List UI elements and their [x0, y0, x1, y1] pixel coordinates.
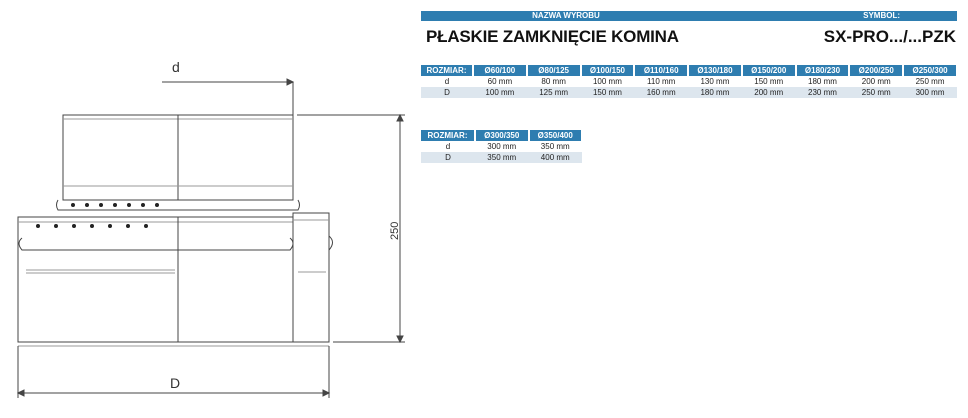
table-cell: 160 mm — [634, 87, 689, 98]
header-cell: ROZMIAR: — [421, 65, 474, 76]
table-cell: 180 mm — [795, 76, 850, 87]
header-cell: Ø130/180 — [688, 65, 743, 76]
table-cell: 300 mm — [903, 87, 957, 98]
header-bar: NAZWA WYROBU SYMBOL: — [421, 11, 957, 21]
size-table-2: ROZMIAR: Ø300/350 Ø350/400 d 300 mm 350 … — [421, 130, 583, 163]
table-row: D 350 mm 400 mm — [421, 152, 582, 163]
product-symbol: SX-PRO.../...PZK — [823, 27, 956, 46]
header-cell: Ø350/400 — [528, 130, 583, 141]
header-cell: Ø150/200 — [741, 65, 797, 76]
table-header-row: ROZMIAR: Ø60/100 Ø80/125 Ø100/150 Ø110/1… — [421, 65, 958, 76]
header-cell: Ø80/125 — [526, 65, 582, 76]
row-label: d — [421, 76, 473, 87]
table-row: d 60 mm 80 mm 100 mm 110 mm 130 mm 150 m… — [421, 76, 957, 87]
table-cell: 300 mm — [475, 141, 529, 152]
dimension-height-label: 250 — [389, 222, 401, 240]
table-cell: 250 mm — [903, 76, 957, 87]
row-label: D — [421, 87, 473, 98]
table-cell: 80 mm — [526, 76, 581, 87]
header-cell: Ø300/350 — [475, 130, 530, 141]
dimension-d-label: d — [172, 59, 180, 75]
table-cell: 100 mm — [473, 87, 527, 98]
header-cell: Ø60/100 — [473, 65, 528, 76]
table-cell: 230 mm — [795, 87, 850, 98]
table-cell: 200 mm — [741, 87, 796, 98]
table-cell: 180 mm — [688, 87, 742, 98]
end-cap — [292, 212, 330, 343]
symbol-label: SYMBOL: — [863, 11, 900, 20]
table-cell: 350 mm — [475, 152, 529, 163]
table-row: d 300 mm 350 mm — [421, 141, 582, 152]
technical-drawing: d D 250 — [16, 59, 405, 398]
table-cell: 125 mm — [526, 87, 581, 98]
size-table-1: ROZMIAR: Ø60/100 Ø80/125 Ø100/150 Ø110/1… — [421, 65, 958, 98]
header-cell: Ø100/150 — [580, 65, 636, 76]
outer-pipe — [17, 216, 294, 343]
header-cell: Ø110/160 — [634, 65, 690, 76]
header-cell: ROZMIAR: — [421, 130, 476, 141]
row-label: D — [421, 152, 475, 163]
table-cell: 400 mm — [528, 152, 582, 163]
table-cell: 130 mm — [688, 76, 742, 87]
table-cell: 100 mm — [580, 76, 635, 87]
header-cell: Ø250/300 — [903, 65, 958, 76]
dimension-D-label: D — [170, 375, 180, 391]
table-cell: 350 mm — [528, 141, 582, 152]
product-name-label: NAZWA WYROBU — [532, 11, 600, 20]
header-cell: Ø200/250 — [849, 65, 905, 76]
row-label: d — [421, 141, 475, 152]
table-cell: 150 mm — [580, 87, 635, 98]
table-row: D 100 mm 125 mm 150 mm 160 mm 180 mm 200… — [421, 87, 957, 98]
table-header-row: ROZMIAR: Ø300/350 Ø350/400 — [421, 130, 583, 141]
table-cell: 60 mm — [473, 76, 527, 87]
table-cell: 150 mm — [741, 76, 796, 87]
table-cell: 250 mm — [849, 87, 904, 98]
product-name: PŁASKIE ZAMKNIĘCIE KOMINA — [426, 27, 679, 46]
table-cell: 110 mm — [634, 76, 689, 87]
table-cell: 200 mm — [849, 76, 904, 87]
header-cell: Ø180/230 — [795, 65, 851, 76]
